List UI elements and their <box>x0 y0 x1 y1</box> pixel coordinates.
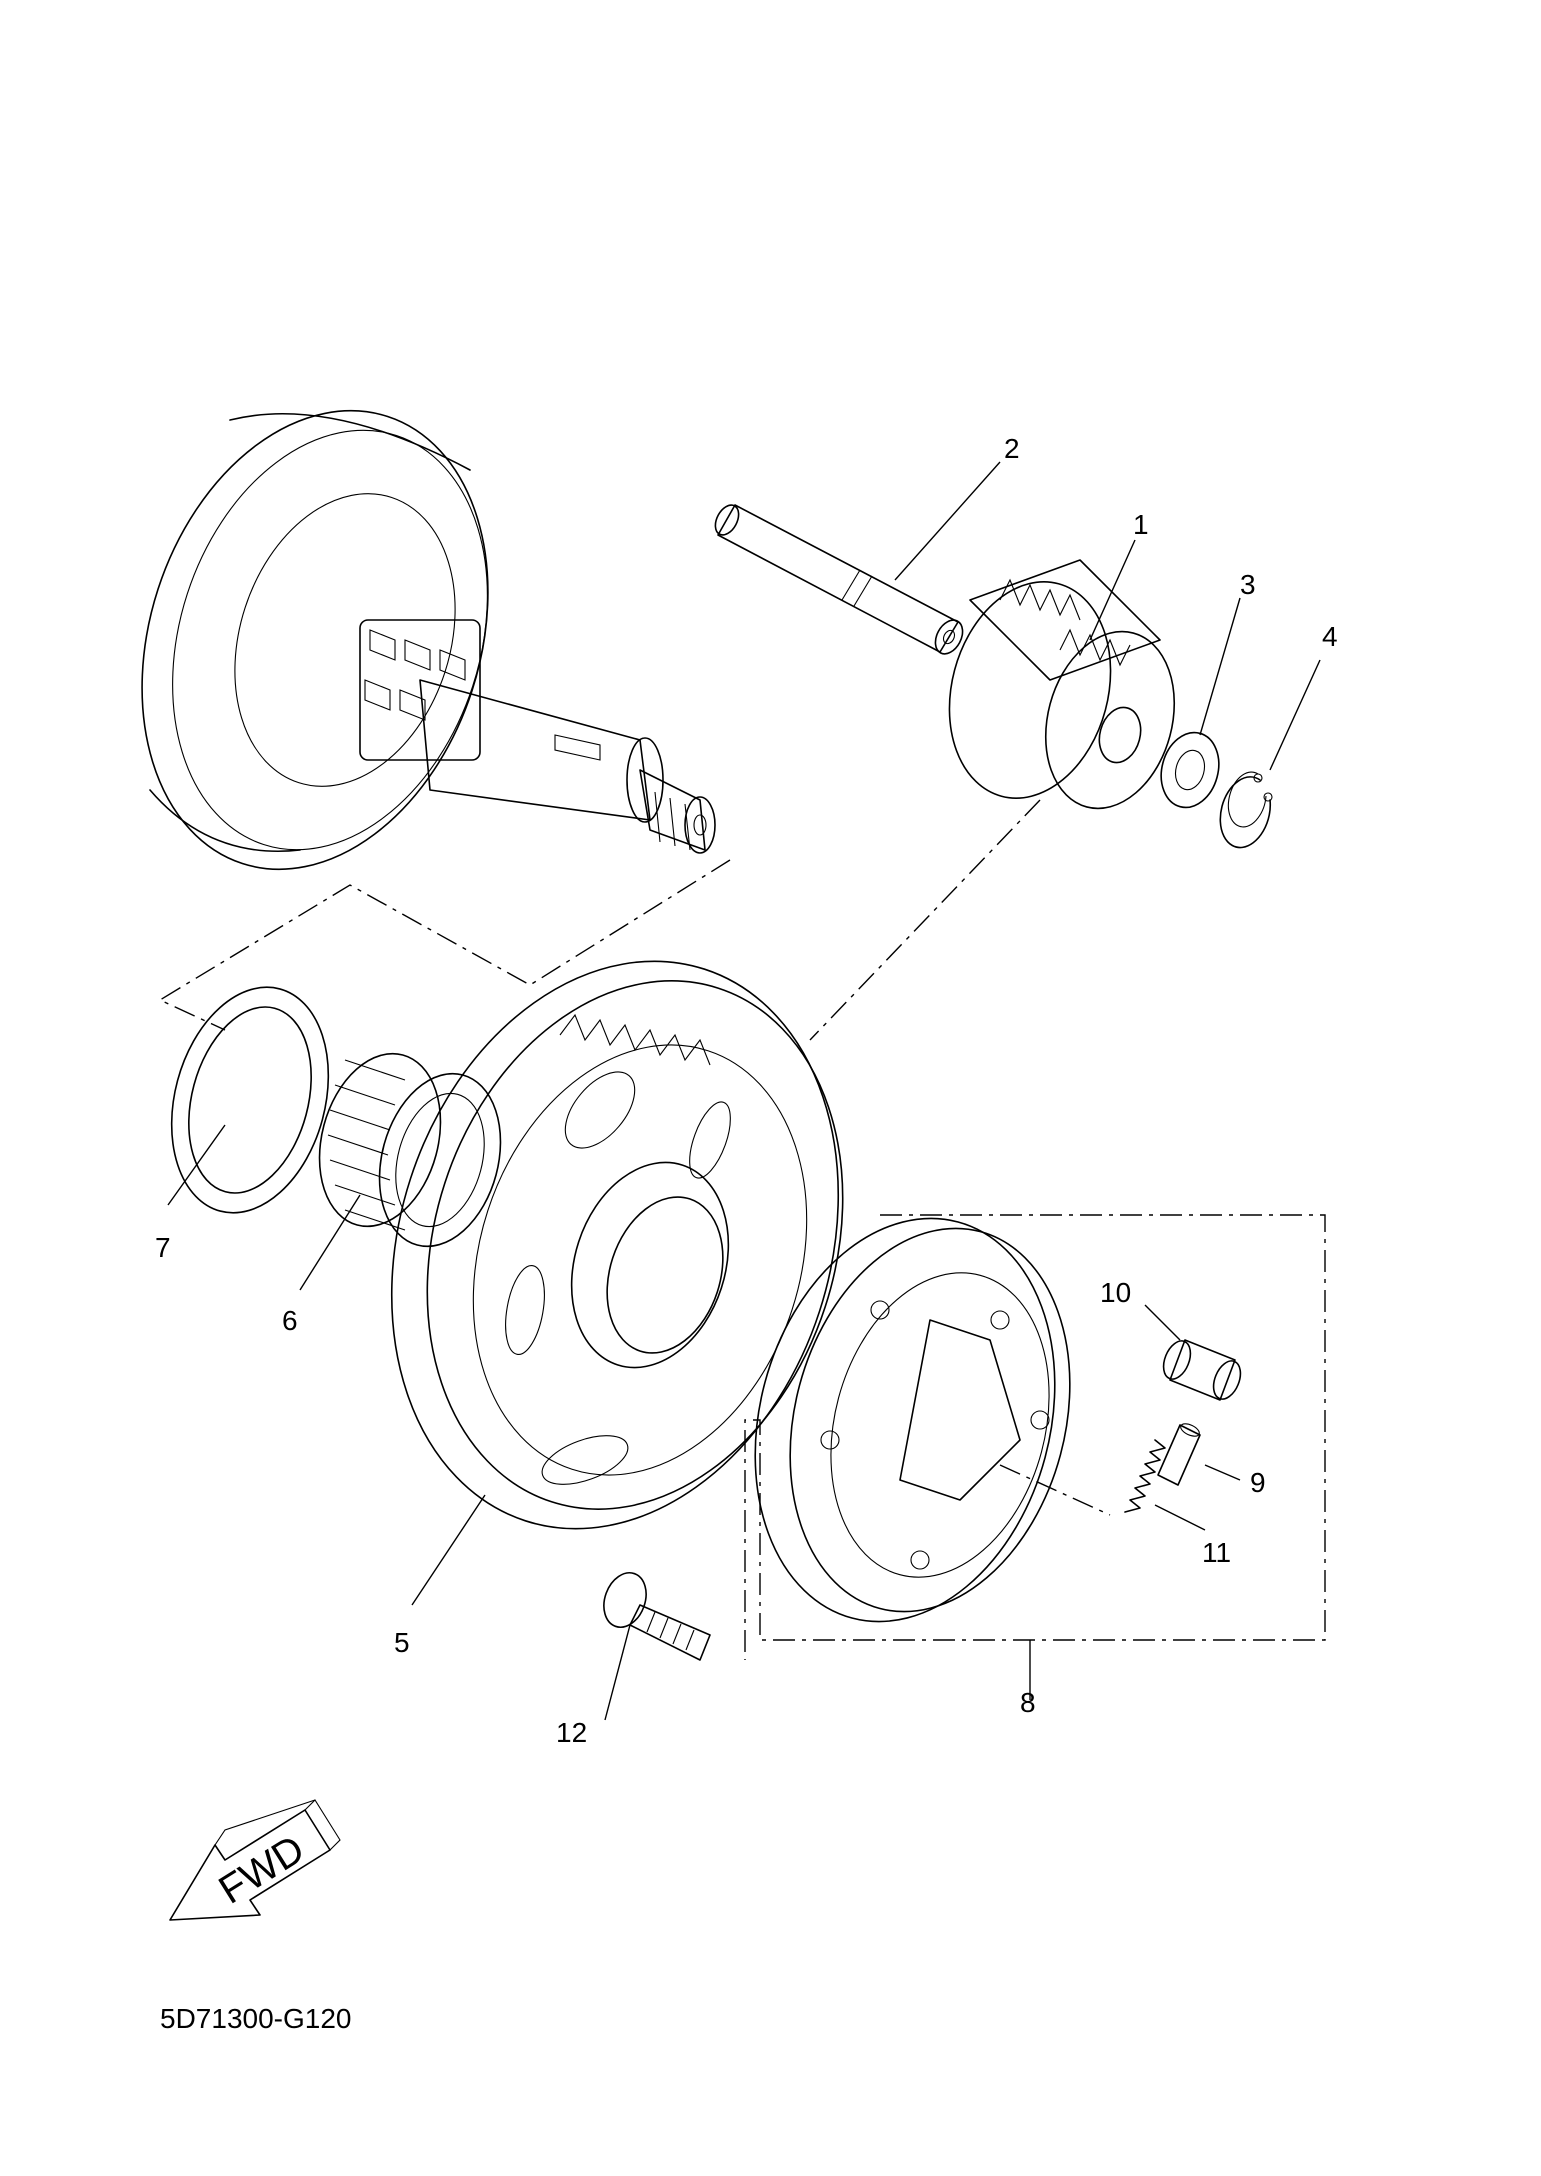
part-7-washer <box>170 986 330 1214</box>
callout-7: 7 <box>155 1232 171 1263</box>
callout-6: 6 <box>282 1305 298 1336</box>
callout-12: 12 <box>556 1717 587 1748</box>
callout-3: 3 <box>1240 569 1256 600</box>
fwd-label: FWD <box>211 1827 312 1913</box>
drawing-code: 5D71300-G120 <box>160 2003 351 2034</box>
part-1-starter-idle-gear <box>948 559 1176 810</box>
part-4-circlip <box>1219 771 1273 849</box>
callout-10: 10 <box>1100 1277 1131 1308</box>
callout-8: 8 <box>1020 1687 1036 1718</box>
callout-labels: 2 1 3 4 7 6 5 12 8 10 9 11 <box>155 433 1338 1748</box>
callout-5: 5 <box>394 1627 410 1658</box>
callout-4: 4 <box>1322 621 1338 652</box>
leader-lines <box>167 461 1321 1721</box>
forward-direction-arrow: FWD <box>169 1799 341 1921</box>
assembly-lines <box>158 799 1326 1660</box>
part-10-roller <box>1162 1339 1242 1401</box>
part-11-spring <box>1124 1439 1166 1513</box>
part-8-starter-clutch-assembly <box>754 1217 1071 1623</box>
rotor-crankshaft-assembly <box>141 409 716 871</box>
part-6-needle-bearing <box>318 1052 502 1248</box>
callout-9: 9 <box>1250 1467 1266 1498</box>
callout-1: 1 <box>1133 509 1149 540</box>
callout-2: 2 <box>1004 433 1020 464</box>
part-2-starter-idle-shaft <box>714 504 964 655</box>
part-9-plunger <box>1157 1423 1201 1486</box>
part-3-washer <box>1160 731 1220 809</box>
part-12-bolt <box>603 1572 711 1661</box>
callout-11: 11 <box>1202 1537 1231 1568</box>
part-5-starter-wheel-gear <box>390 960 844 1530</box>
